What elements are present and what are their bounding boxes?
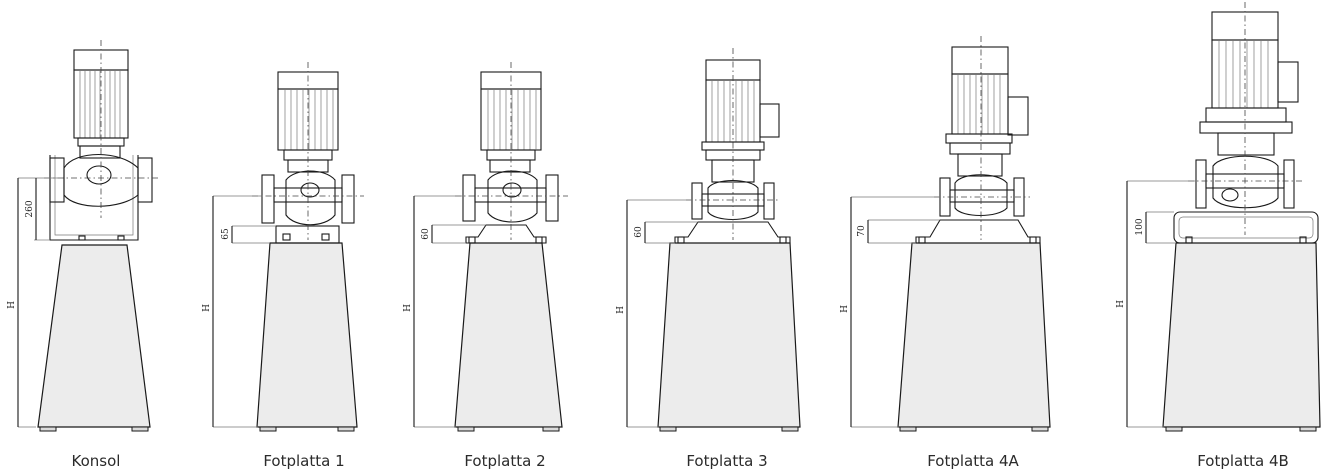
pump-housing	[49, 145, 153, 207]
figure-fotplatta-1: H 65 Fotplatta 1	[202, 62, 364, 470]
offset-value: 60	[634, 226, 644, 238]
pedestal	[1162, 242, 1321, 428]
figure-fotplatta-2: H 60 Fotplatta 2	[403, 62, 568, 470]
pedestal-foot	[542, 426, 560, 432]
pedestal-foot	[259, 426, 277, 432]
foot-plate	[275, 225, 340, 244]
pedestal-foot	[1299, 426, 1317, 432]
figure-fotplatta-4a: H 70 Fotplatta 4A	[840, 36, 1051, 470]
height-label: H	[7, 301, 17, 309]
pedestal	[256, 242, 358, 428]
motor	[701, 59, 780, 151]
pedestal	[657, 242, 801, 428]
offset-value: 100	[1135, 218, 1145, 235]
pedestal-foot	[337, 426, 355, 432]
pedestal-foot	[39, 426, 57, 432]
pedestal	[897, 242, 1051, 428]
height-label: H	[202, 304, 212, 312]
foot-plate	[465, 224, 547, 244]
pedestal-foot	[781, 426, 799, 432]
pedestal-foot	[659, 426, 677, 432]
height-label: H	[616, 306, 626, 314]
figure-caption: Fotplatta 4B	[1197, 452, 1289, 470]
foot-plate	[1173, 211, 1319, 244]
height-label: H	[840, 305, 850, 313]
figure-caption: Fotplatta 1	[263, 452, 344, 470]
motor	[277, 71, 339, 161]
foot-plate	[915, 219, 1041, 244]
figure-caption: Fotplatta 3	[686, 452, 767, 470]
offset-value: 70	[857, 225, 867, 237]
pump-housing	[939, 142, 1025, 217]
pedestal-foot	[1165, 426, 1183, 432]
pedestal-foot	[131, 426, 149, 432]
pedestal	[454, 242, 563, 428]
offset-value: 60	[421, 228, 431, 240]
pedestal	[37, 244, 151, 428]
figure-caption: Fotplatta 4A	[927, 452, 1019, 470]
height-label: H	[1116, 300, 1126, 308]
console-bracket	[49, 155, 139, 241]
figure-caption: Fotplatta 2	[464, 452, 545, 470]
figure-caption: Konsol	[72, 452, 121, 470]
pedestal-foot	[1031, 426, 1049, 432]
figure-fotplatta-4b: H 100 Fotplatta 4B	[1116, 2, 1321, 470]
pedestal-foot	[457, 426, 475, 432]
figure-fotplatta-3: H 60 Fotplatta 3	[616, 48, 801, 470]
figure-konsol: H 260 Konsol	[7, 40, 158, 470]
pump-housing	[462, 159, 559, 223]
motor	[1205, 11, 1299, 123]
foot-plate	[674, 221, 791, 244]
offset-value: 260	[25, 200, 35, 217]
height-label: H	[403, 304, 413, 312]
offset-value: 65	[221, 228, 231, 240]
motor	[945, 46, 1029, 144]
pedestal-foot	[899, 426, 917, 432]
